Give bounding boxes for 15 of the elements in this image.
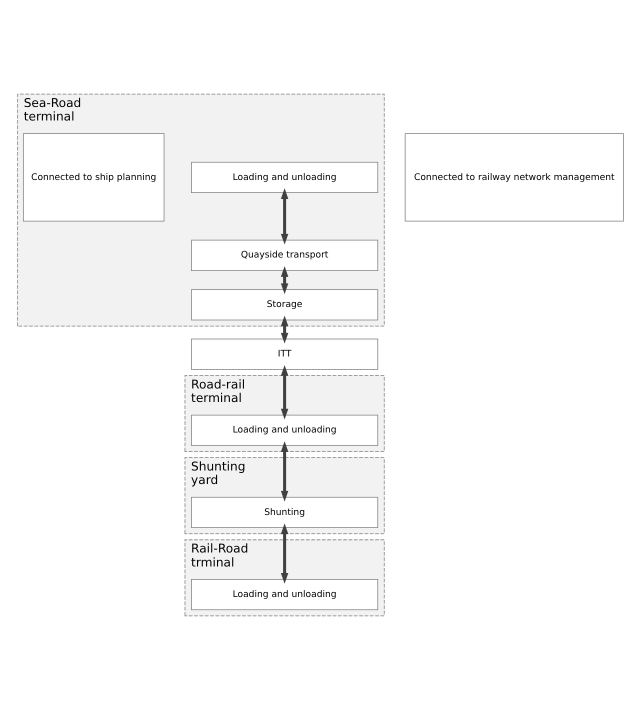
arrow bbox=[280, 188, 288, 244]
node-box: Loading and unloading bbox=[191, 414, 378, 446]
arrow bbox=[280, 266, 288, 294]
node-box: ITT bbox=[191, 338, 378, 370]
node-box: Shunting bbox=[191, 496, 378, 528]
node-box: Connected to railway network management bbox=[404, 133, 624, 222]
arrow bbox=[280, 441, 288, 502]
node-box: Connected to ship planning bbox=[22, 133, 164, 222]
node-box: Loading and unloading bbox=[191, 578, 378, 610]
arrow bbox=[280, 316, 288, 344]
node-box: Loading and unloading bbox=[191, 162, 378, 193]
arrow bbox=[280, 523, 288, 584]
node-box: Storage bbox=[191, 289, 378, 320]
arrow bbox=[280, 365, 288, 420]
node-box: Quayside transport bbox=[191, 240, 378, 271]
